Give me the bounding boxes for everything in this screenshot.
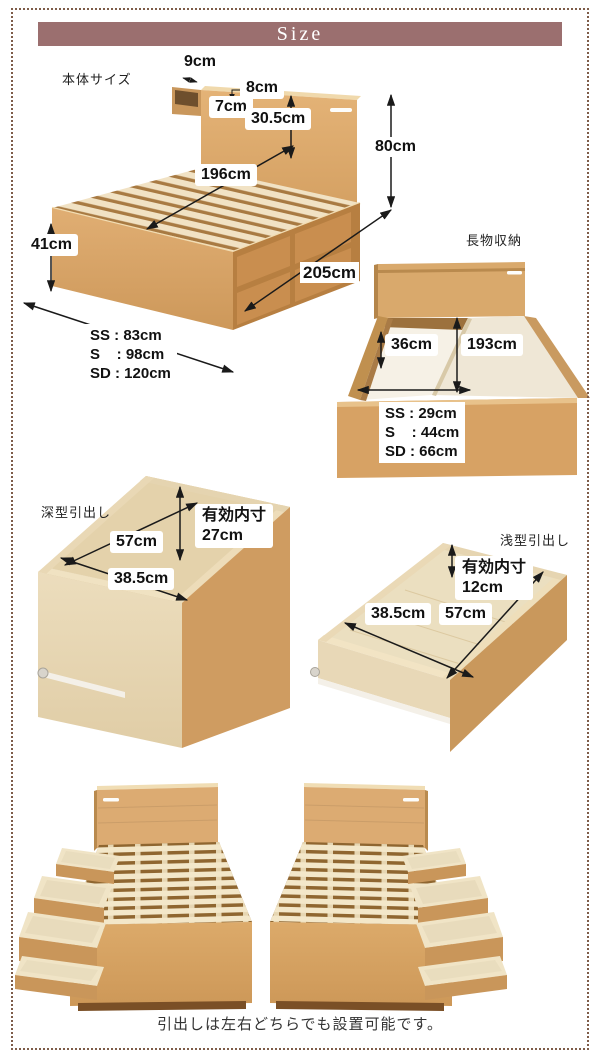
dim-shallow-length: 57cm — [439, 603, 492, 625]
pulled-out-drawers — [15, 848, 120, 1000]
dim-shelf-opening: 8cm — [240, 77, 285, 99]
storage-cavity — [348, 316, 590, 401]
dim-panel-thickness: 7cm — [209, 96, 254, 118]
drawer-position-illustration — [15, 782, 508, 1012]
bed-with-left-drawers — [15, 783, 252, 1011]
dim-storage-depth: 36cm — [385, 334, 438, 356]
header: Size — [38, 22, 562, 46]
width-sd: SD : 66cm — [385, 443, 458, 460]
width-sd: SD : 120cm — [90, 365, 171, 382]
dim-deep-inner: 有効内寸 27cm — [195, 504, 274, 548]
inner-title: 有効内寸 — [462, 559, 527, 576]
dim-shelf-depth: 9cm — [181, 52, 220, 72]
main-section-label: 本体サイズ — [62, 72, 132, 87]
dim-shallow-inner: 有効内寸 12cm — [455, 556, 534, 600]
inner-depth: 12cm — [462, 579, 503, 596]
main-width-list: SS : 83cm S : 98cm SD : 120cm — [84, 324, 177, 385]
inner-depth: 27cm — [202, 527, 243, 544]
dim-length-inner: 196cm — [195, 164, 257, 186]
dim-headboard-total: 80cm — [372, 137, 419, 157]
dim-headboard-above: 30.5cm — [245, 108, 312, 130]
main-bed-illustration — [22, 77, 396, 373]
dim-base-height: 41cm — [25, 234, 78, 256]
nagamono-section-label: 長物収納 — [466, 233, 523, 248]
footer-note: 引出しは左右どちらでも設置可能です。 — [156, 1016, 444, 1033]
width-s: S : 98cm — [90, 346, 165, 363]
inner-title: 有効内寸 — [202, 507, 267, 524]
shallow-drawer-section-label: 浅型引出し — [500, 533, 571, 548]
headboard — [374, 262, 525, 319]
dim-deep-width: 38.5cm — [108, 568, 175, 590]
page-title: Size — [276, 23, 324, 45]
dim-length-total: 205cm — [300, 262, 359, 284]
width-ss: SS : 29cm — [385, 405, 457, 422]
drawer-outer — [37, 507, 290, 748]
shallow-drawer-illustration — [310, 543, 567, 752]
nagamono-width-list: SS : 29cm S : 44cm SD : 66cm — [379, 402, 466, 463]
bed-with-right-drawers — [269, 782, 508, 1012]
dim-storage-length: 193cm — [461, 334, 523, 356]
width-s: S : 44cm — [385, 424, 460, 441]
dimension-arrows — [356, 316, 472, 395]
dim-shallow-width: 38.5cm — [365, 603, 432, 625]
deep-drawer-section-label: 深型引出し — [41, 505, 112, 520]
dim-deep-length: 57cm — [110, 531, 163, 553]
width-ss: SS : 83cm — [90, 327, 162, 344]
